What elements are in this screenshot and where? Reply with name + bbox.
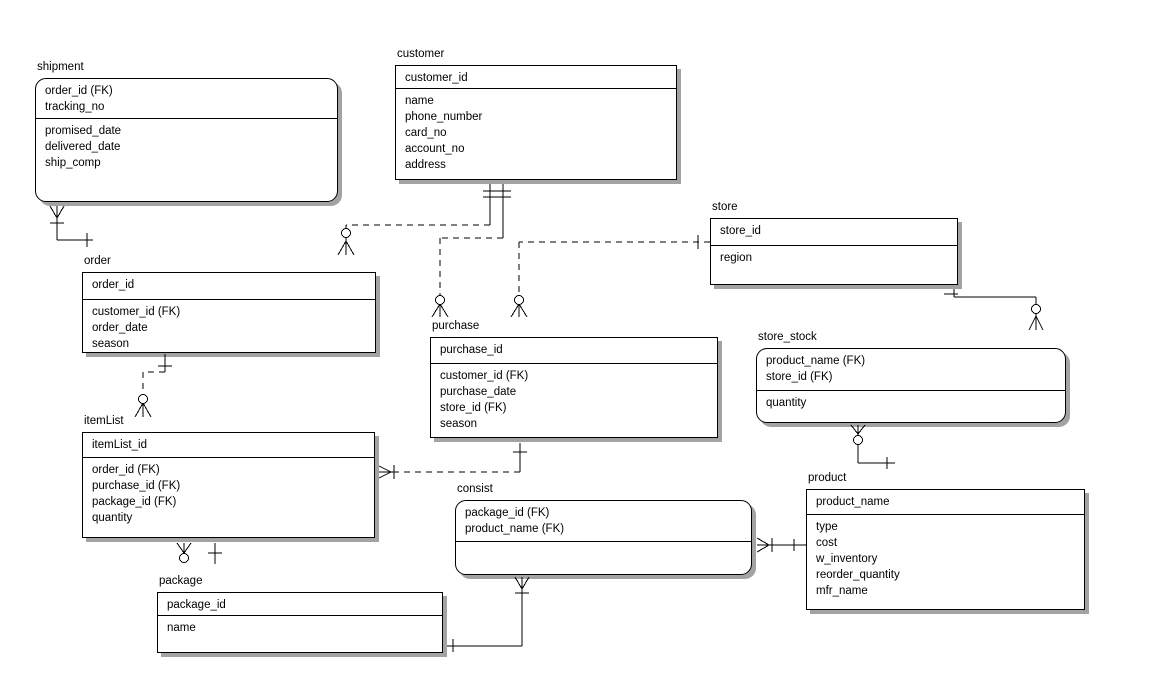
attribute: address bbox=[405, 159, 446, 171]
entity-store-box: store_id region bbox=[710, 218, 958, 285]
key-attribute: product_name (FK) bbox=[766, 355, 866, 367]
key-attribute: product_name (FK) bbox=[465, 523, 565, 535]
attribute: customer_id (FK) bbox=[92, 306, 181, 318]
entity-order-box: order_id customer_id (FK) order_date sea… bbox=[82, 272, 376, 353]
attribute: mfr_name bbox=[816, 585, 868, 597]
key-attribute: order_id bbox=[92, 279, 135, 291]
connector-package-consist[interactable] bbox=[447, 576, 530, 652]
entity-product[interactable]: product product_name type cost w_invento… bbox=[806, 472, 1085, 610]
entity-consist-title: consist bbox=[457, 483, 493, 495]
entity-store-stock-box: product_name (FK) store_id (FK) quantity bbox=[756, 348, 1066, 423]
entity-store[interactable]: store store_id region bbox=[710, 201, 958, 285]
entity-shipment-box: order_id (FK) tracking_no promised_date … bbox=[35, 78, 338, 202]
attribute: quantity bbox=[92, 512, 133, 524]
connector-store-storestock[interactable] bbox=[944, 289, 1044, 331]
entity-consist[interactable]: consist package_id (FK) product_name (FK… bbox=[455, 483, 752, 575]
attribute: ship_comp bbox=[45, 157, 101, 169]
attribute: delivered_date bbox=[45, 141, 121, 153]
key-attribute: purchase_id bbox=[440, 344, 503, 356]
key-attribute: package_id (FK) bbox=[465, 507, 550, 519]
entity-purchase-title: purchase bbox=[432, 320, 480, 332]
connector-product-consist[interactable] bbox=[756, 537, 806, 553]
entity-purchase[interactable]: purchase purchase_id customer_id (FK) pu… bbox=[430, 320, 718, 438]
entity-itemlist-box: itemList_id order_id (FK) purchase_id (F… bbox=[82, 432, 375, 538]
attribute: customer_id (FK) bbox=[440, 370, 529, 382]
entity-product-title: product bbox=[808, 472, 847, 484]
attribute: cost bbox=[816, 537, 838, 549]
attribute: type bbox=[816, 521, 838, 533]
entity-order-title: order bbox=[84, 255, 111, 267]
entity-itemlist-title: itemList bbox=[84, 415, 124, 427]
entity-product-box: product_name type cost w_inventory reord… bbox=[806, 489, 1085, 610]
entity-customer[interactable]: customer customer_id name phone_number c… bbox=[395, 48, 677, 180]
attribute: name bbox=[405, 95, 434, 107]
attribute: purchase_date bbox=[440, 386, 517, 398]
connector-store-purchase[interactable] bbox=[510, 235, 710, 318]
attribute: account_no bbox=[405, 143, 465, 155]
key-attribute: package_id bbox=[167, 599, 226, 611]
connector-customer-order[interactable] bbox=[337, 184, 511, 256]
attribute: phone_number bbox=[405, 111, 483, 123]
attribute: quantity bbox=[766, 397, 807, 409]
attribute: order_date bbox=[92, 322, 148, 334]
attribute: reorder_quantity bbox=[816, 569, 900, 581]
key-attribute: product_name bbox=[816, 496, 890, 508]
attribute: promised_date bbox=[45, 125, 122, 137]
zero-cardinality-circle bbox=[1031, 304, 1041, 314]
zero-cardinality-circle bbox=[179, 553, 189, 563]
attribute: region bbox=[720, 252, 752, 264]
connector-order-shipment[interactable] bbox=[49, 205, 93, 247]
entity-package[interactable]: package package_id name bbox=[157, 575, 443, 653]
connector-purchase-itemlist[interactable] bbox=[378, 443, 527, 479]
entity-package-title: package bbox=[159, 575, 203, 587]
attribute: season bbox=[440, 418, 478, 430]
entity-store-stock-title: store_stock bbox=[758, 331, 817, 343]
zero-cardinality-circle bbox=[341, 228, 351, 238]
entity-package-box: package_id name bbox=[157, 592, 443, 653]
attribute: purchase_id (FK) bbox=[92, 480, 181, 492]
zero-cardinality-circle bbox=[853, 435, 863, 445]
entity-order[interactable]: order order_id customer_id (FK) order_da… bbox=[82, 255, 376, 353]
attribute: order_id (FK) bbox=[92, 464, 160, 476]
connector-customer-purchase[interactable] bbox=[431, 184, 504, 318]
connector-package-itemlist[interactable] bbox=[176, 542, 222, 564]
attribute: w_inventory bbox=[816, 553, 878, 565]
key-attribute: store_id (FK) bbox=[766, 371, 833, 383]
zero-cardinality-circle bbox=[514, 295, 524, 305]
entity-customer-box: customer_id name phone_number card_no ac… bbox=[395, 65, 677, 180]
entity-store-stock[interactable]: store_stock product_name (FK) store_id (… bbox=[756, 331, 1066, 423]
zero-cardinality-circle bbox=[138, 394, 148, 404]
connector-product-storestock[interactable] bbox=[850, 424, 895, 469]
zero-cardinality-circle bbox=[435, 295, 445, 305]
entity-shipment[interactable]: shipment order_id (FK) tracking_no promi… bbox=[35, 61, 338, 202]
attribute: package_id (FK) bbox=[92, 496, 177, 508]
attribute: season bbox=[92, 338, 130, 350]
entity-itemlist[interactable]: itemList itemList_id order_id (FK) purch… bbox=[82, 415, 375, 538]
attribute: name bbox=[167, 622, 196, 634]
key-attribute: itemList_id bbox=[92, 439, 147, 451]
connector-order-itemlist[interactable] bbox=[134, 354, 172, 418]
entity-shipment-title: shipment bbox=[37, 61, 84, 73]
key-attribute: customer_id bbox=[405, 72, 468, 84]
entity-purchase-box: purchase_id customer_id (FK) purchase_da… bbox=[430, 337, 718, 438]
key-attribute: order_id (FK) bbox=[45, 85, 113, 97]
key-attribute: tracking_no bbox=[45, 101, 105, 113]
entity-consist-box: package_id (FK) product_name (FK) bbox=[455, 500, 752, 575]
entity-store-title: store bbox=[712, 201, 738, 213]
entity-customer-title: customer bbox=[397, 48, 445, 60]
attribute: card_no bbox=[405, 127, 447, 139]
key-attribute: store_id bbox=[720, 225, 761, 237]
attribute: store_id (FK) bbox=[440, 402, 507, 414]
